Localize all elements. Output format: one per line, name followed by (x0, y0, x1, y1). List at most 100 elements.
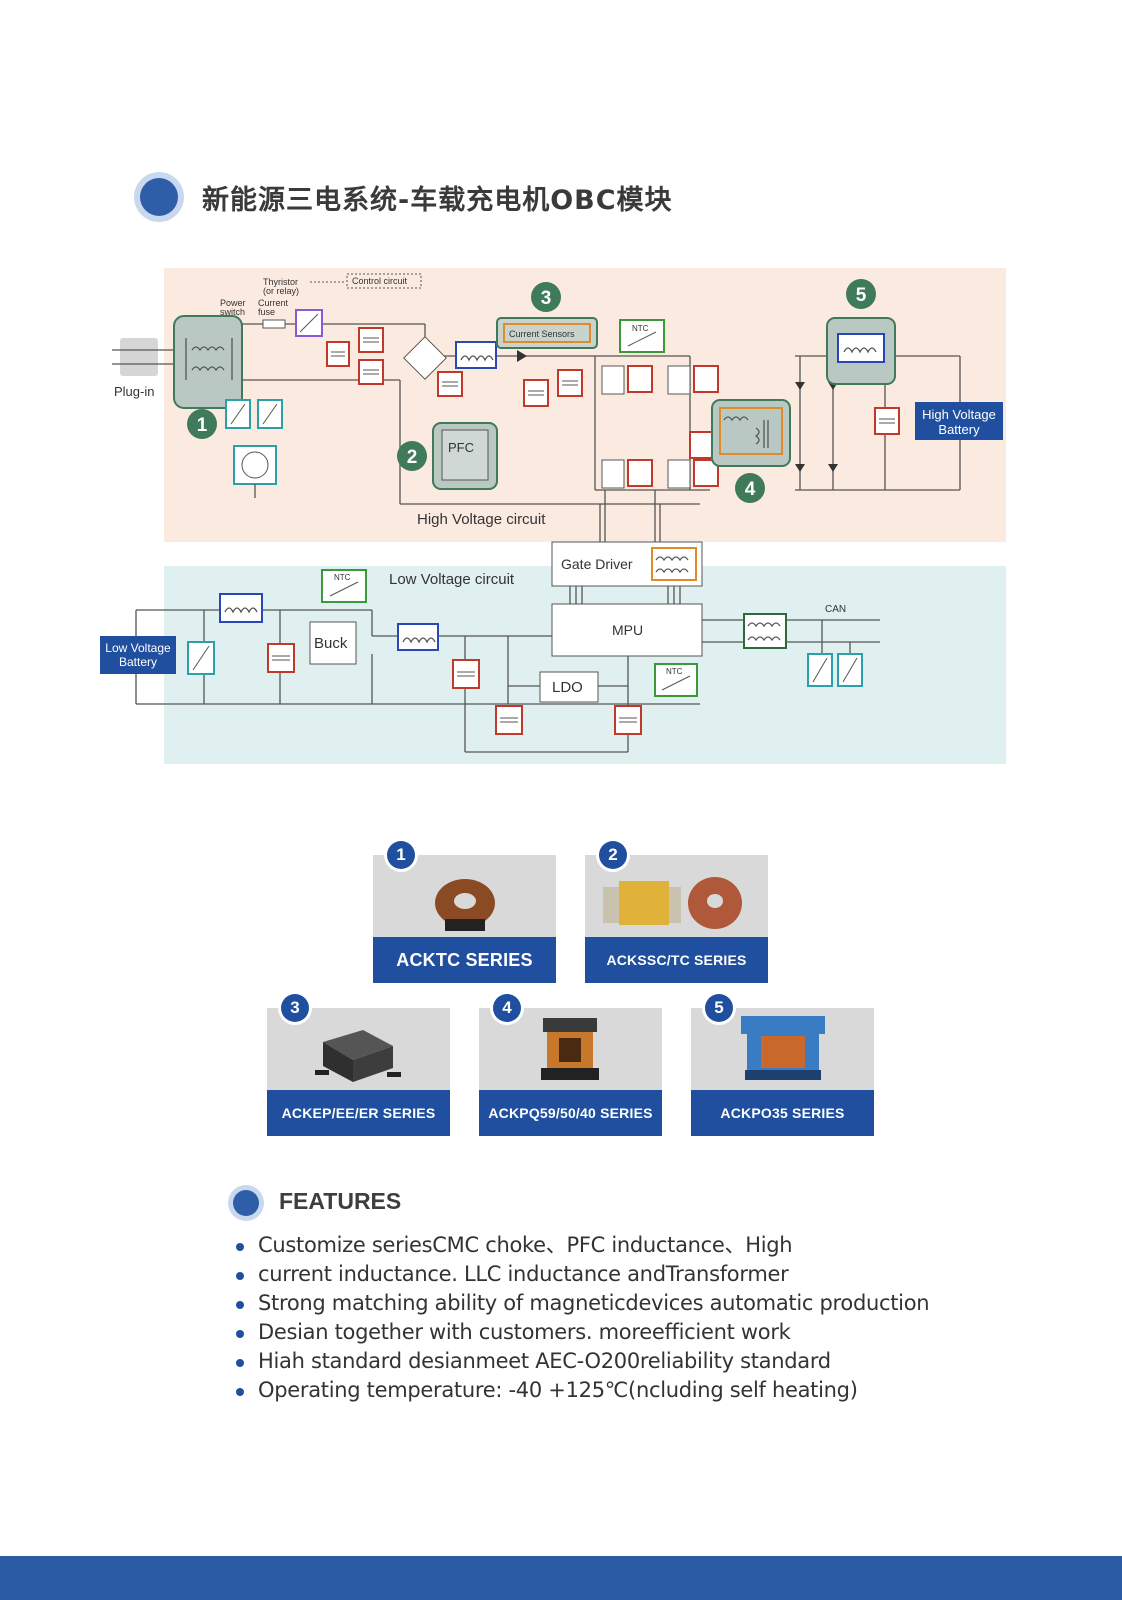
mosfet-icon-3 (601, 459, 625, 489)
current-sensors-highlight (496, 317, 598, 349)
ntc-thermistor-icon (619, 319, 665, 353)
marker-5: 5 (846, 279, 876, 309)
svg-text:NTC: NTC (666, 667, 683, 676)
bulk-capacitor-icon-2 (523, 379, 549, 407)
product-number-badge: 4 (493, 994, 521, 1022)
ldo-block (539, 671, 599, 703)
smd-inductor-photo (315, 1030, 401, 1082)
marker-4: 4 (735, 473, 765, 503)
feature-item: Strong matching ability of magneticdevic… (234, 1289, 930, 1318)
rectifier-diode-icon-3 (795, 464, 805, 472)
pfc-controller-block (441, 429, 489, 481)
x-capacitor-icon-2 (358, 327, 384, 353)
pfc-label: PFC (448, 440, 474, 455)
marker-1: 1 (187, 409, 217, 439)
can-label: CAN (825, 604, 846, 615)
can-tvs-icon-2 (837, 653, 863, 687)
current-fuse-label: Current (258, 298, 289, 308)
lv-capacitor-icon (267, 643, 295, 673)
buck-converter-block (309, 621, 357, 665)
feature-item: current inductance. LLC inductance andTr… (234, 1260, 929, 1289)
ntc-label: NTC (632, 324, 649, 333)
high-voltage-battery-label: High Voltage (922, 407, 996, 422)
footer-bar (0, 1556, 1122, 1600)
marker-2: 2 (397, 441, 427, 471)
can-choke-icon (743, 613, 787, 649)
resonant-capacitor-icon (689, 431, 713, 459)
features-title: FEATURES (279, 1188, 402, 1214)
varistor-icon (225, 399, 251, 429)
mpu-block (551, 603, 703, 657)
pfc-inductor-icon (455, 341, 497, 369)
pq-transformer-photo (541, 1018, 599, 1080)
bridge-rectifier-icon (403, 336, 447, 380)
ntc-thermistor-icon-2 (321, 569, 367, 603)
product-label: ACKTC SERIES (373, 937, 556, 983)
mosfet-icon-2 (667, 365, 691, 395)
emi-filter-highlight (173, 315, 243, 409)
pfc-inductor-photo (603, 877, 742, 929)
svg-text:NTC: NTC (334, 573, 351, 582)
po-transformer-photo (741, 1016, 825, 1080)
relay-label: (or relay) (263, 286, 299, 296)
mosfet-icon-4 (667, 459, 691, 489)
power-switch-label: Power (220, 298, 246, 308)
title-bullet-icon (140, 178, 178, 216)
thyristor-label: Thyristor (263, 277, 298, 287)
low-voltage-battery (100, 636, 176, 674)
product-card-ackpo35: ACKPO35 SERIES 5 (691, 994, 874, 1136)
features-bullet-icon (233, 1190, 259, 1216)
product-label: ACKEP/EE/ER SERIES (267, 1090, 450, 1136)
fuse-icon (262, 319, 286, 329)
feature-item: Operating temperature: -40 +125℃(ncludin… (234, 1376, 929, 1405)
buck-inductor-icon (397, 623, 439, 651)
lv-capacitor-icon-4 (614, 705, 642, 735)
buck-label: Buck (314, 635, 348, 652)
mpu-label: MPU (612, 622, 643, 638)
high-voltage-battery-label-2: Battery (938, 422, 980, 437)
llc-transformer-highlight (711, 399, 791, 467)
product-label: ACKPO35 SERIES (691, 1090, 874, 1136)
plug-in-icon (120, 338, 158, 376)
toroid-choke-photo (435, 879, 495, 931)
marker-3: 3 (531, 282, 561, 312)
product-label: ACKSSC/TC SERIES (585, 937, 768, 983)
snubber-capacitor-icon-3 (627, 459, 653, 487)
low-voltage-circuit-label: Low Voltage circuit (389, 571, 515, 588)
current-sensors-label: Current Sensors (509, 329, 575, 339)
product-number-badge: 2 (599, 841, 627, 869)
ldo-label: LDO (552, 679, 583, 696)
boost-diode-icon (517, 350, 527, 362)
svg-text:2: 2 (407, 447, 418, 468)
plug-in-label: Plug-in (114, 384, 154, 399)
output-capacitor-icon (874, 407, 900, 435)
lv-capacitor-icon-2 (452, 659, 480, 689)
x-capacitor-icon-3 (358, 359, 384, 385)
low-voltage-region (164, 566, 1006, 764)
page-title: 新能源三电系统-车载充电机OBC模块 (202, 185, 673, 216)
product-number-badge: 3 (281, 994, 309, 1022)
svg-text:5: 5 (856, 285, 867, 306)
x-capacitor-icon (326, 341, 350, 367)
product-number-badge: 5 (705, 994, 733, 1022)
lv-capacitor-icon-3 (495, 705, 523, 735)
gate-drive-transformer-icon (651, 547, 697, 581)
snubber-capacitor-icon (627, 365, 653, 393)
product-card-ackep-ee-er: ACKEP/EE/ER SERIES 3 (267, 994, 450, 1136)
bulk-capacitor-icon-3 (557, 369, 583, 397)
features-list: Customize seriesCMC choke、PFC inductance… (234, 1231, 930, 1405)
low-voltage-battery-label: Low Voltage (105, 641, 171, 655)
svg-text:1: 1 (197, 415, 208, 436)
feature-item: Hiah standard desianmeet AEC-O200reliabi… (234, 1347, 929, 1376)
product-label: ACKPQ59/50/40 SERIES (479, 1090, 662, 1136)
high-voltage-battery (915, 402, 1003, 440)
product-card-ackpq: ACKPQ59/50/40 SERIES 4 (479, 994, 662, 1136)
low-voltage-battery-label-2: Battery (119, 655, 157, 669)
ntc-thermistor-icon-3 (654, 663, 698, 697)
control-circuit-label: Control circuit (352, 276, 408, 286)
mosfet-icon (601, 365, 625, 395)
obc-circuit-diagram: Plug-in Thyristor (or relay) Control cir… (100, 268, 1006, 764)
current-fuse-label-2: fuse (258, 307, 275, 317)
rectifier-diode-icon-4 (828, 464, 838, 472)
product-number-badge: 1 (387, 841, 415, 869)
